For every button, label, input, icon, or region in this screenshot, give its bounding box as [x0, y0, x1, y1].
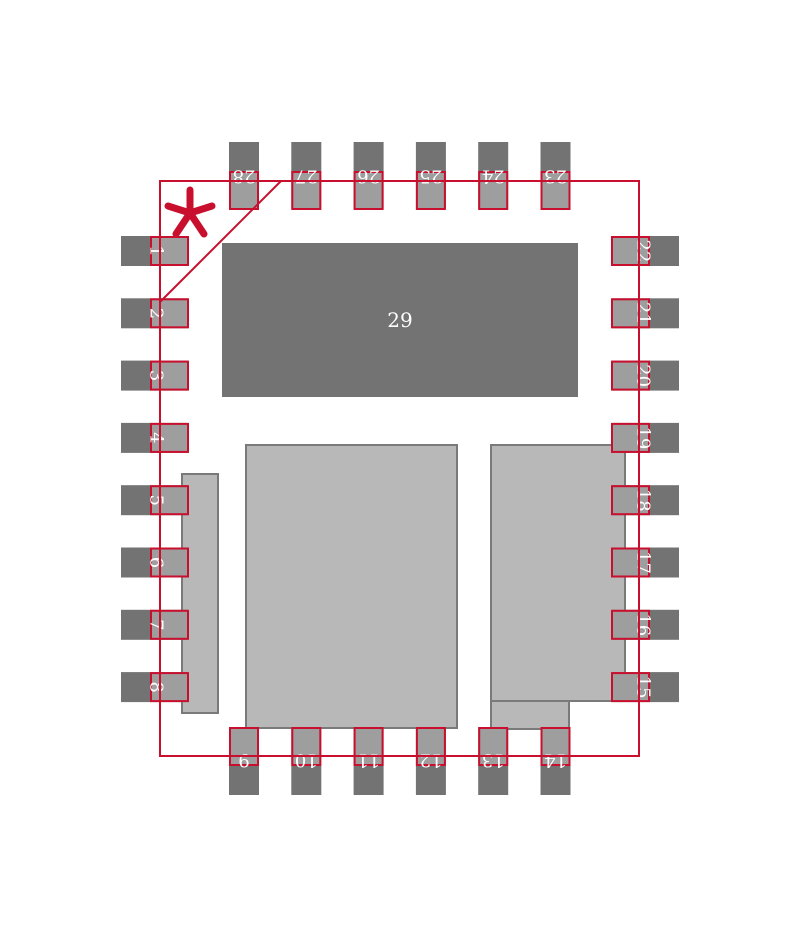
body-region-center [245, 444, 458, 729]
pin-label-27: 27 [295, 166, 318, 187]
pin-label-10: 10 [295, 750, 318, 771]
pin-label-11: 11 [357, 750, 380, 771]
pin-label-5: 5 [146, 494, 167, 505]
pin-paste-16 [611, 609, 650, 640]
pin-label-17: 17 [633, 551, 654, 574]
pin-paste-20 [611, 360, 650, 391]
pin-label-4: 4 [146, 432, 167, 443]
pin-paste-3 [150, 360, 189, 391]
pin-paste-17 [611, 547, 650, 578]
pin-label-18: 18 [633, 489, 654, 512]
pin-paste-27 [291, 171, 322, 210]
pin-paste-15 [611, 672, 650, 703]
pin1-marker-icon [164, 186, 216, 238]
thermal-pad-label: 29 [387, 308, 412, 332]
pin-label-22: 22 [633, 240, 654, 263]
pin-paste-14 [540, 727, 571, 766]
pin-label-8: 8 [146, 681, 167, 692]
pin-label-3: 3 [146, 370, 167, 381]
pin-paste-22 [611, 236, 650, 266]
body-region-right [490, 444, 626, 702]
pin-label-13: 13 [482, 750, 505, 771]
pin-label-1: 1 [146, 245, 167, 256]
pin-paste-26 [353, 171, 384, 210]
pin-paste-5 [150, 485, 189, 516]
pin-label-28: 28 [233, 166, 256, 187]
pin-paste-7 [150, 609, 189, 640]
pin-paste-6 [150, 547, 189, 578]
pin-label-16: 16 [633, 613, 654, 636]
pin-label-23: 23 [544, 166, 567, 187]
pin-label-26: 26 [357, 166, 380, 187]
pin-paste-4 [150, 422, 189, 453]
pin-paste-18 [611, 485, 650, 516]
pin-paste-23 [540, 171, 571, 210]
pin-paste-24 [478, 171, 509, 210]
pin-paste-1 [150, 236, 189, 266]
pin-label-14: 14 [544, 750, 567, 771]
pin-label-15: 15 [633, 676, 654, 699]
thermal-pad [222, 243, 578, 397]
pin-label-21: 21 [633, 302, 654, 325]
pin-paste-28 [229, 171, 259, 210]
pin-label-2: 2 [146, 308, 167, 319]
pin-label-12: 12 [419, 750, 442, 771]
pin-paste-21 [611, 298, 650, 329]
pin1-chamfer-line [159, 180, 282, 303]
pin-paste-19 [611, 422, 650, 453]
body-region-right-tab [490, 700, 570, 730]
pin-label-24: 24 [482, 166, 505, 187]
pin-paste-12 [415, 727, 446, 766]
pin-label-25: 25 [419, 166, 442, 187]
pin-paste-8 [150, 672, 189, 703]
pin-paste-2 [150, 298, 189, 329]
component-outline [159, 180, 640, 757]
pin-label-6: 6 [146, 557, 167, 568]
pin-label-9: 9 [238, 750, 249, 771]
pin-paste-25 [415, 171, 446, 210]
pin-paste-10 [291, 727, 322, 766]
pin-label-7: 7 [146, 619, 167, 630]
pin-label-19: 19 [633, 426, 654, 449]
pin-label-20: 20 [633, 364, 654, 387]
pin-paste-11 [353, 727, 384, 766]
pin-paste-9 [229, 727, 259, 766]
pin-paste-13 [478, 727, 509, 766]
